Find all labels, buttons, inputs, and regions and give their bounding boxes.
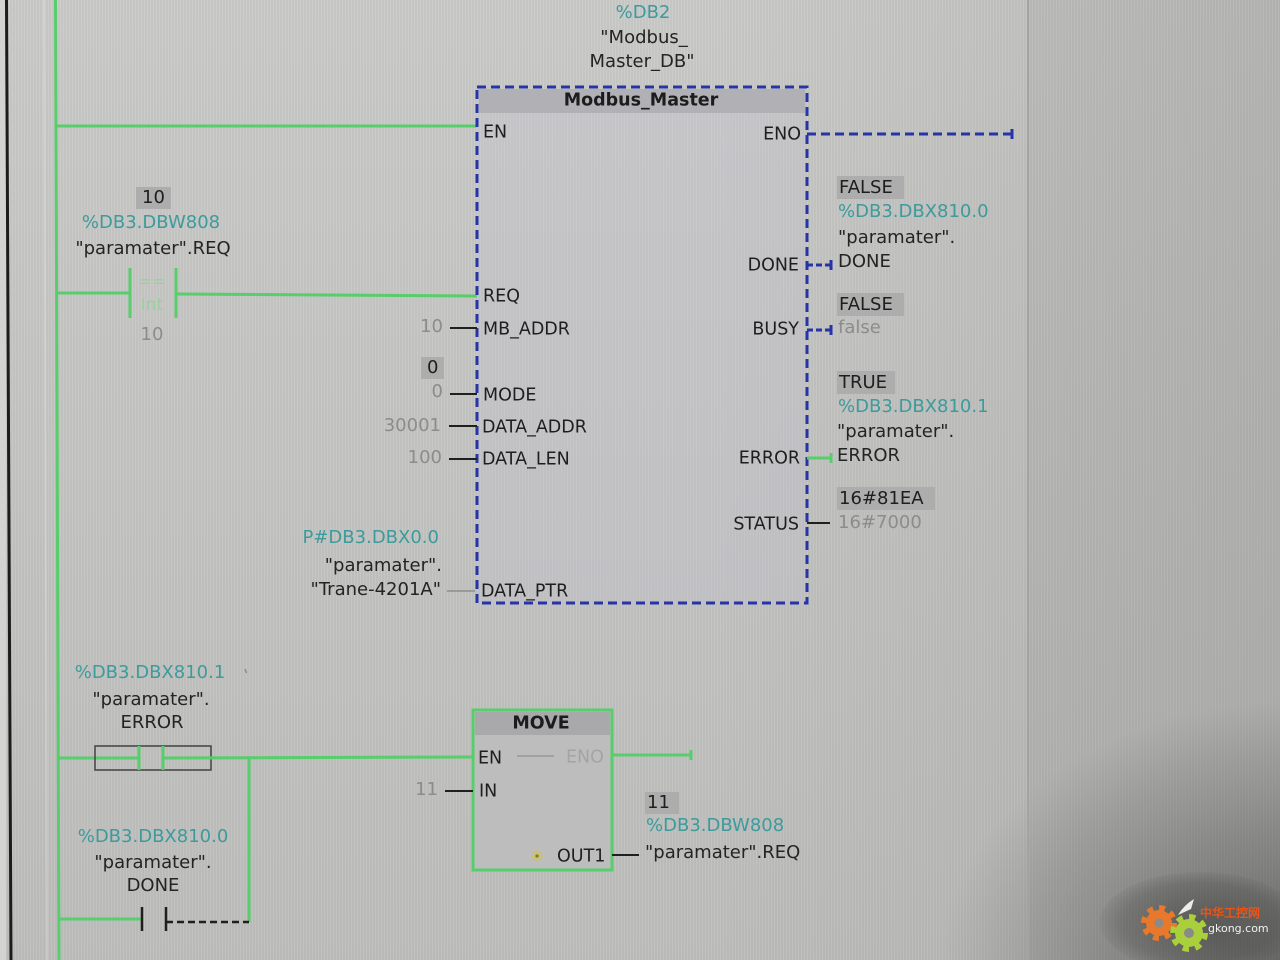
data-ptr-operand-line1[interactable]: "paramater". [324,555,442,577]
done-operand-address[interactable]: %DB3.DBX810.0 [838,201,989,223]
contact-error-operand-line1[interactable]: "paramater". [92,689,210,711]
move-block-body[interactable] [473,710,612,870]
watermark-domain: gkong.com [1208,922,1269,935]
pin-error-label: ERROR [738,448,800,469]
move-pin-out1-label: OUT1 [557,846,606,867]
modbus-master-block-border [475,85,809,605]
compare-contact[interactable] [126,266,180,320]
gear-hole [1184,928,1194,938]
modbus-master-block-header[interactable] [479,89,805,113]
move-pin-eno-label: ENO [566,747,604,768]
left-power-rail [54,0,61,960]
move-pin-in-label: IN [479,781,498,802]
compare-operator: == [137,271,167,292]
move-out-operand-address[interactable]: %DB3.DBW808 [646,815,785,837]
cursor-artifact [244,668,248,674]
pin-data-ptr-label: DATA_PTR [481,581,569,602]
contact-error-operand-line2[interactable]: ERROR [120,712,184,734]
gear-teeth [1141,905,1177,941]
compare-operand[interactable]: "paramater".REQ [75,238,231,260]
mode-value[interactable]: 0 [431,381,443,403]
move-pin-en-label: EN [478,748,503,769]
move-out-monitor-value: 11 [645,792,679,814]
error-monitor-value: TRUE [837,371,896,394]
add-output-star-icon[interactable] [531,850,543,862]
contact-done-operand-address[interactable]: %DB3.DBX810.0 [77,826,229,848]
pin-done-label: DONE [747,255,799,276]
move-out-operand[interactable]: "paramater".REQ [645,842,801,864]
contact-done-operand-line2[interactable]: DONE [126,875,180,897]
compare-monitor-value: 10 [136,187,171,209]
mb-addr-value[interactable]: 10 [420,316,443,338]
pin-busy-label: BUSY [752,319,799,340]
gear-icon [1141,905,1177,941]
modbus-master-block-body[interactable] [477,87,807,603]
modbus-master-title: Modbus_Master [563,90,719,111]
gear-teeth [1170,914,1208,952]
pin-data-addr-label: DATA_ADDR [482,417,587,438]
contact-error-operand-address[interactable]: %DB3.DBX810.1 [74,662,226,684]
move-block[interactable] [471,708,614,872]
contact-done[interactable] [138,905,170,933]
pin-en-label: EN [483,122,508,143]
pin-eno-label: ENO [763,124,801,145]
status-value[interactable]: 16#7000 [838,512,922,534]
move-in-value[interactable]: 11 [415,779,438,801]
done-monitor-value: FALSE [837,176,904,199]
data-ptr-address[interactable]: P#DB3.DBX0.0 [302,527,440,549]
editor-left-border [5,0,13,960]
contact-done-operand-line1[interactable]: "paramater". [94,852,212,874]
data-len-value[interactable]: 100 [407,447,442,469]
instance-db-name-line2[interactable]: Master_DB" [589,51,695,73]
pin-req-label: REQ [483,286,520,307]
error-operand-address[interactable]: %DB3.DBX810.1 [838,396,989,418]
move-block-header[interactable] [475,712,610,735]
compare-operand-address[interactable]: %DB3.DBW808 [81,212,221,234]
data-ptr-operand-line2[interactable]: "Trane-4201A" [310,579,441,601]
gear-icon [1170,914,1208,952]
status-monitor-value: 16#81EA [837,487,935,510]
wire-compare-to-req [175,292,478,298]
wire-error-contact-to-move-en [162,755,473,760]
busy-monitor-value: FALSE [837,293,904,316]
pin-mb-addr-label: MB_ADDR [483,319,570,340]
pin-data-len-label: DATA_LEN [482,449,570,470]
star-center [535,854,539,858]
compare-value[interactable]: 10 [140,324,164,346]
error-operand-line1[interactable]: "paramater". [837,421,955,443]
editor-left-margin [0,0,6,960]
error-operand-line2[interactable]: ERROR [837,445,901,467]
busy-value[interactable]: false [838,317,881,339]
done-operand-line2[interactable]: DONE [838,251,891,273]
data-addr-value[interactable]: 30001 [383,415,441,437]
instance-db-name-line1[interactable]: "Modbus_ [600,27,688,49]
watermark-site-name: 中华工控网 [1200,906,1261,920]
mode-monitor-value: 0 [421,357,445,379]
done-operand-line1[interactable]: "paramater". [838,227,956,249]
compare-data-type[interactable]: Int [140,294,164,315]
editor-margin-highlight [43,0,48,960]
editor-right-area [1029,0,1280,960]
swoosh-icon [1178,899,1194,915]
gear-hole [1154,918,1164,928]
pin-mode-label: MODE [483,385,537,406]
move-block-title: MOVE [512,713,570,734]
pin-status-label: STATUS [733,514,799,535]
instance-db-address[interactable]: %DB2 [615,2,671,24]
modbus-master-block[interactable] [475,85,809,605]
